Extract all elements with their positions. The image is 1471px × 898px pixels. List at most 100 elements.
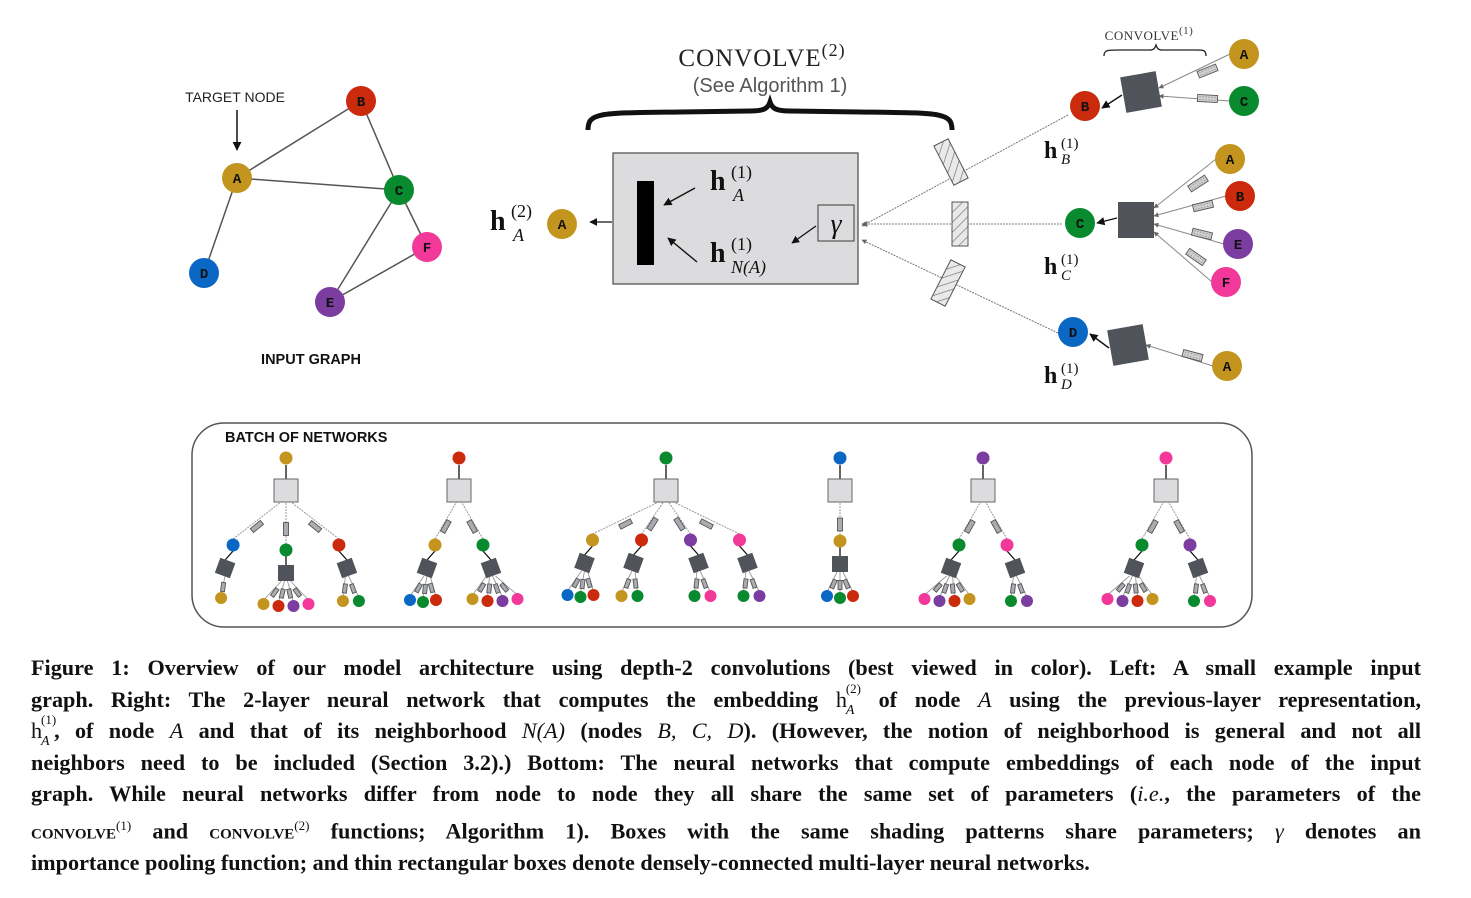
node-circle — [279, 451, 293, 465]
embedding-label-b: h — [1044, 138, 1057, 164]
child-node-c — [1135, 538, 1149, 552]
svg-text:h: h — [710, 166, 726, 197]
node-circle — [574, 591, 587, 603]
self-embedding-label: h (1) A — [710, 162, 752, 205]
mlp-box — [749, 578, 758, 589]
node-circle — [384, 175, 414, 205]
leaf-node-d — [404, 594, 416, 606]
mlp-box — [1115, 582, 1126, 593]
output-edge — [1089, 333, 1110, 349]
node-c: C — [384, 175, 414, 205]
convolve-2-title: CONVOLVE(2) — [678, 40, 845, 72]
mlp-box — [219, 581, 227, 593]
leaf-link — [290, 580, 309, 601]
child-agg-link — [482, 550, 492, 561]
top-aggregator-box — [446, 478, 472, 503]
dotted-mlp-box — [1185, 247, 1207, 267]
leaf-node-b — [1131, 595, 1144, 607]
root-node-d — [833, 451, 847, 465]
node-circle — [476, 538, 490, 552]
mlp-box — [499, 582, 510, 593]
node-circle — [963, 593, 976, 605]
convolve-2-brace — [585, 94, 955, 131]
node-circle — [547, 209, 577, 239]
node-label: C — [1076, 217, 1085, 233]
node-label: C — [395, 184, 404, 200]
node-circle — [933, 595, 946, 607]
caption-line-2: graph. Right: The 2-layer neural network… — [31, 680, 1421, 718]
root-node-f — [1159, 451, 1173, 465]
mlp-box — [466, 518, 479, 535]
svg-text:A: A — [512, 225, 525, 245]
mlp-box — [585, 577, 593, 589]
mlp-box — [439, 518, 452, 535]
batch-network-c — [561, 451, 766, 603]
node-circle — [302, 598, 315, 610]
leaf-node-e — [933, 595, 946, 607]
top-aggregator-box — [653, 478, 679, 503]
edge-a-d — [203, 177, 238, 274]
node-circle — [1215, 144, 1245, 174]
mlp-box — [829, 578, 838, 590]
node-circle — [332, 538, 346, 552]
node-circle — [1146, 593, 1159, 605]
hatched-mlp-b — [933, 138, 969, 186]
leaf-node-a — [215, 592, 228, 604]
sub-aggregator-box — [1187, 557, 1209, 579]
node-circle — [257, 598, 270, 610]
node-circle — [1070, 91, 1100, 121]
leaf-link — [495, 575, 518, 596]
leaf-node-f — [1204, 595, 1216, 607]
leaf-node-b — [430, 594, 442, 606]
child-node-e — [684, 533, 697, 547]
child-node-b — [332, 538, 346, 552]
node-circle — [428, 538, 442, 552]
leaf-link — [1107, 575, 1130, 596]
mlp-box — [949, 583, 956, 594]
sub-aggregator-box — [278, 565, 294, 581]
node-circle — [404, 594, 416, 606]
mlp-box — [842, 578, 851, 590]
node-circle — [833, 534, 847, 548]
node-circle — [1058, 317, 1088, 347]
leaf-node-b — [481, 595, 494, 607]
node-label: C — [1240, 95, 1249, 111]
node-e: E — [315, 287, 345, 317]
node-circle — [496, 595, 509, 607]
child-agg-link — [1133, 550, 1143, 561]
embedding-label-sup: (1) — [1061, 136, 1079, 152]
node-circle — [631, 590, 644, 602]
node-circle — [412, 232, 442, 262]
child-agg-link — [739, 545, 748, 556]
mlp-box — [700, 578, 709, 589]
edge-c-e — [329, 189, 400, 303]
embedding-node-c: C — [1065, 208, 1095, 238]
svg-text:h: h — [710, 238, 726, 269]
node-circle — [1183, 538, 1197, 552]
neighborhood-arrow — [667, 237, 698, 263]
node-circle — [833, 451, 847, 465]
node-circle — [315, 287, 345, 317]
batch-network-f — [1101, 451, 1216, 607]
batch-title: BATCH OF NETWORKS — [225, 430, 388, 446]
node-label: B — [357, 95, 366, 111]
mlp-box — [249, 519, 265, 534]
leaf-node-c — [834, 592, 846, 604]
node-circle — [684, 533, 697, 547]
input-node-c: C — [1229, 86, 1259, 116]
child-agg-link — [633, 545, 642, 556]
node-circle — [466, 593, 479, 605]
aggregator-box — [1107, 324, 1149, 366]
child-agg-link — [224, 550, 234, 561]
node-label: A — [1223, 360, 1232, 376]
child-node-f — [733, 533, 746, 547]
dotted-mlp-box — [1187, 174, 1209, 193]
embedding-label-sup: (1) — [1061, 252, 1079, 268]
leaf-node-e — [1116, 595, 1129, 607]
child-agg-link — [584, 545, 593, 556]
child-node-e — [1183, 538, 1197, 552]
leaf-node-b — [272, 600, 285, 612]
